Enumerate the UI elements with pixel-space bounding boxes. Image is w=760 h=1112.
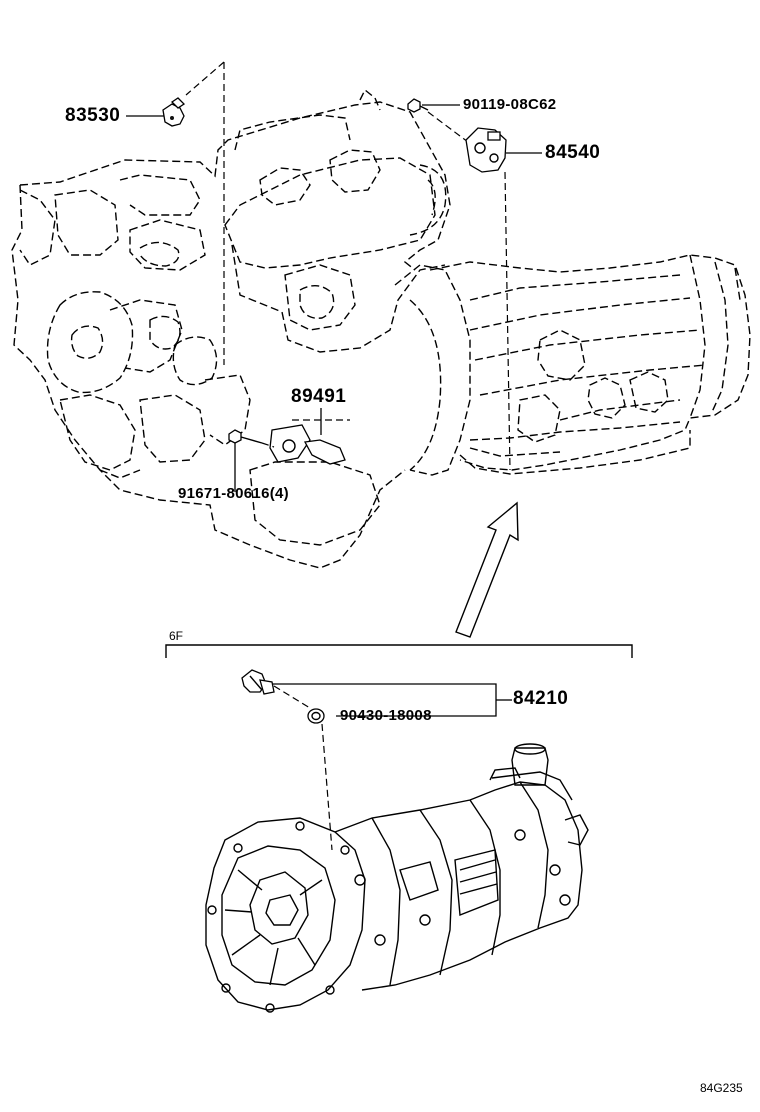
automatic-transmission-outline bbox=[429, 254, 751, 475]
part-number-90119-08c62: 90119-08C62 bbox=[463, 96, 557, 113]
engine-outline bbox=[11, 88, 471, 569]
section-label-6f: 6F bbox=[169, 629, 184, 643]
sensor-bracket-part bbox=[269, 408, 350, 465]
part-number-84210: 84210 bbox=[513, 688, 569, 709]
part-number-90430-18008: 90430-18008 bbox=[340, 707, 432, 724]
diagram-code: 84G235 bbox=[700, 1081, 743, 1095]
backup-lamp-switch-part bbox=[241, 669, 512, 851]
part-number-89491: 89491 bbox=[291, 386, 347, 407]
neutral-start-switch-part bbox=[465, 127, 542, 471]
bolt-90119-part bbox=[407, 98, 469, 143]
part-number-83530: 83530 bbox=[65, 105, 121, 126]
part-number-91671-80616: 91671-80616(4) bbox=[178, 485, 289, 502]
up-arrow bbox=[455, 501, 519, 638]
oil-pressure-switch-part bbox=[126, 61, 225, 365]
bolt-91671-part bbox=[228, 429, 275, 492]
section-6f-bracket bbox=[165, 644, 633, 658]
part-number-84540: 84540 bbox=[545, 142, 601, 163]
manual-transmission-outline bbox=[205, 743, 589, 1013]
